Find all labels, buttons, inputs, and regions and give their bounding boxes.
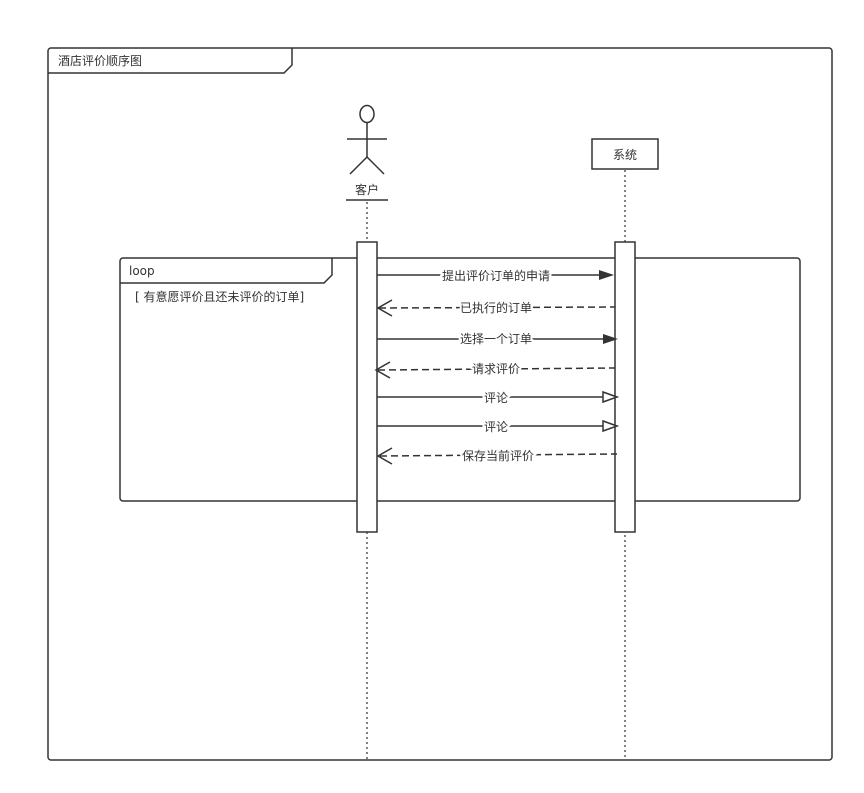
- message-label: 选择一个订单: [460, 332, 532, 346]
- loop-keyword: loop: [129, 264, 155, 278]
- message-3: 选择一个订单: [377, 330, 618, 348]
- message-label: 请求评价: [472, 362, 520, 376]
- frame-title: 酒店评价顺序图: [58, 53, 142, 68]
- system-name: 系统: [613, 148, 637, 162]
- frame-title-tab: [48, 48, 293, 74]
- actor-figure: [347, 104, 387, 175]
- message-2: 已执行的订单: [376, 298, 616, 317]
- system-box: [591, 138, 659, 170]
- message-4: 请求评价: [374, 360, 616, 379]
- message-1: 提出评价订单的申请: [377, 266, 614, 285]
- open-arrowhead-icon: [376, 299, 393, 317]
- message-label: 评论: [484, 391, 508, 405]
- message-7: 保存当前评价: [376, 446, 618, 465]
- filled-arrowhead-icon: [603, 334, 618, 344]
- loop-fragment: [119, 257, 801, 502]
- message-label: 评论: [484, 420, 508, 434]
- system-activation-bar: [614, 241, 636, 533]
- hollow-arrowhead-icon: [602, 390, 620, 404]
- filled-arrowhead-icon: [599, 270, 614, 280]
- open-arrowhead-icon: [376, 447, 393, 465]
- diagram-frame: [47, 47, 833, 761]
- loop-tab: [120, 258, 333, 284]
- actor-name: 客户: [355, 182, 379, 197]
- hollow-arrowhead-icon: [602, 419, 620, 433]
- open-arrowhead-icon: [374, 361, 391, 379]
- message-label: 已执行的订单: [460, 300, 532, 315]
- actor-activation-bar: [356, 241, 378, 533]
- message-6: 评论: [377, 418, 620, 436]
- message-label: 保存当前评价: [462, 448, 534, 463]
- message-label: 提出评价订单的申请: [442, 268, 550, 283]
- message-5: 评论: [377, 389, 620, 407]
- loop-guard: [ 有意愿评价且还未评价的订单]: [135, 289, 304, 304]
